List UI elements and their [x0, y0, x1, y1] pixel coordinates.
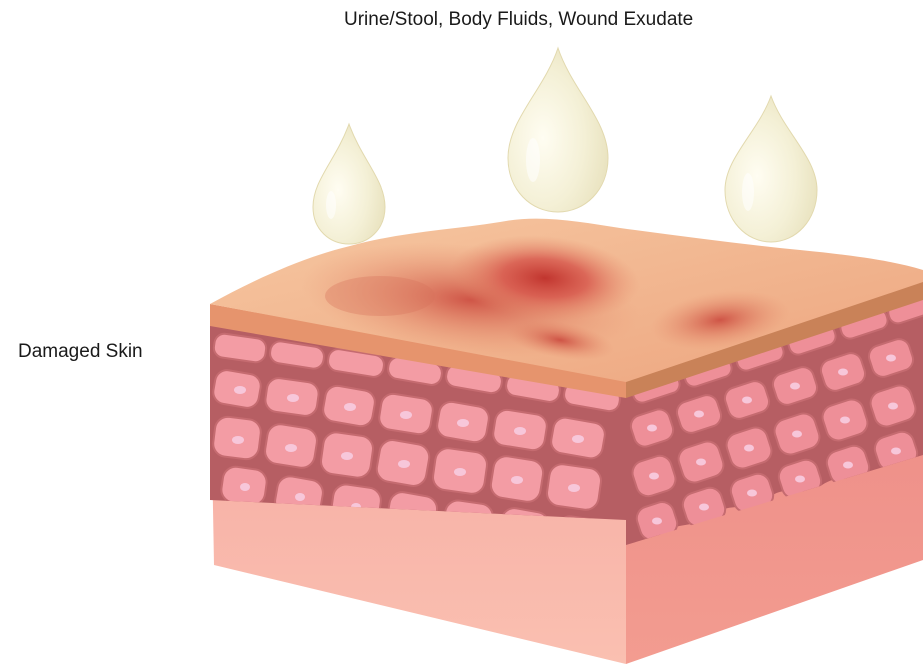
skin-block [210, 219, 923, 664]
fluid-droplet-left [313, 124, 385, 244]
fluid-droplet-center [508, 48, 608, 212]
fluid-droplet-right [725, 96, 817, 242]
